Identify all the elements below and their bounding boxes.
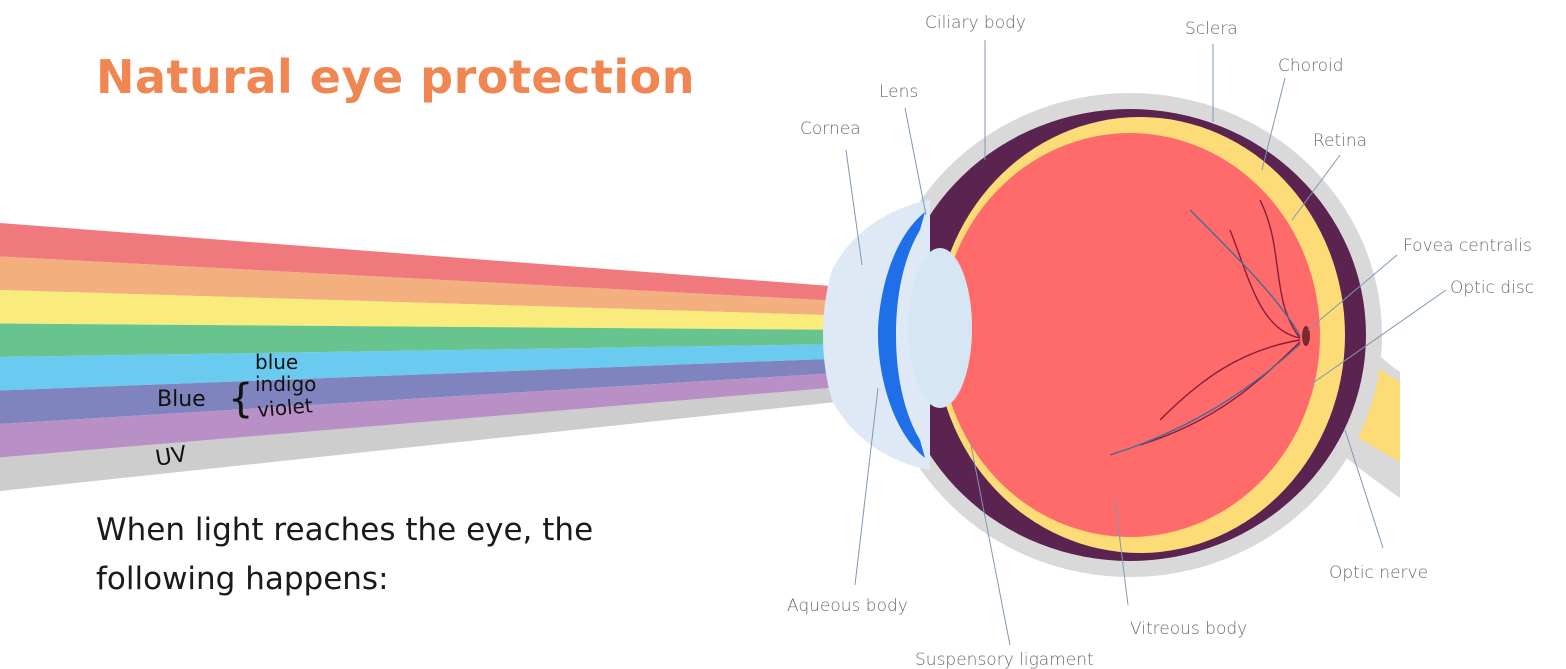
aqueous-body-label: Aqueous body bbox=[787, 596, 908, 616]
retina-label: Retina bbox=[1313, 131, 1367, 151]
cornea-label: Cornea bbox=[800, 119, 861, 139]
lens-shape bbox=[908, 248, 972, 408]
suspensory-ligament-label: Suspensory ligament bbox=[915, 650, 1094, 669]
lens-label: Lens bbox=[879, 82, 918, 102]
indigo-member-label: indigo bbox=[255, 372, 316, 396]
blue-member-label: blue bbox=[255, 350, 298, 374]
choroid-label: Choroid bbox=[1278, 56, 1344, 76]
brace-glyph: { bbox=[228, 376, 253, 422]
uv-label: UV bbox=[154, 442, 189, 472]
sclera-label: Sclera bbox=[1185, 19, 1238, 39]
optic-disc-label: Optic disc bbox=[1450, 278, 1534, 298]
fovea-centralis-label: Fovea centralis bbox=[1403, 236, 1532, 256]
optic-nerve-label: Optic nerve bbox=[1329, 563, 1428, 583]
blue-group-label: Blue bbox=[157, 387, 206, 412]
ciliary-body-label: Ciliary body bbox=[925, 13, 1026, 33]
vitreous-shape bbox=[940, 133, 1320, 537]
violet-member-label: violet bbox=[256, 393, 313, 422]
vitreous-body-label: Vitreous body bbox=[1130, 619, 1247, 639]
intro-paragraph: When light reaches the eye, the followin… bbox=[96, 506, 696, 604]
